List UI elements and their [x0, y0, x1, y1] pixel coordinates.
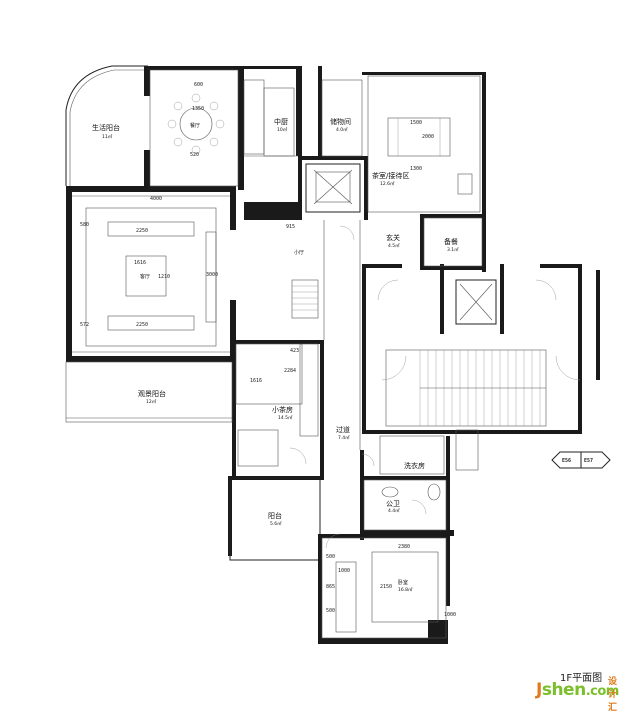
room-dining: 餐厅 [190, 122, 200, 129]
watermark-logo: Jshen.com 设计汇 [536, 677, 620, 713]
room-kitchen: 中厨 [274, 117, 288, 126]
dim-label: 423 [290, 348, 299, 354]
dim-label: 1000 [444, 612, 456, 618]
room-storage-area: 4.0㎡ [336, 126, 348, 133]
room-living: 客厅 [140, 273, 150, 280]
dim-label: 3000 [206, 272, 218, 278]
dim-label: 500 [326, 608, 335, 614]
dim-label: 1500 [410, 120, 422, 126]
room-kitchen-area: 10㎡ [277, 126, 288, 133]
dim-label: 580 [80, 222, 89, 228]
watermark-cn: 设计汇 [608, 677, 617, 713]
room-view-balcony-area: 12㎡ [146, 398, 157, 405]
watermark-shen: shen [541, 680, 586, 700]
dim-label: 1300 [410, 166, 422, 172]
section-mark-e56: E56 [562, 458, 571, 464]
dim-label: 600 [194, 82, 203, 88]
room-laundry: 洗衣房 [404, 461, 425, 470]
dim-label: 2380 [398, 544, 410, 550]
section-markers: E56 E57 [551, 451, 611, 469]
room-wc: 公卫 [386, 500, 400, 508]
room-study-area: 14.5㎡ [278, 414, 293, 421]
room-study: 小茶房 [272, 405, 293, 414]
watermark-com: .com [585, 684, 620, 699]
dim-label: 1000 [338, 568, 350, 574]
room-balcony: 阳台 [268, 511, 282, 520]
room-living-balcony: 生活阳台 [92, 123, 120, 132]
room-wc-area: 4.4㎡ [388, 507, 400, 514]
dim-label: 2250 [136, 228, 148, 234]
room-tea-area: 12.6㎡ [380, 180, 395, 187]
room-corridor: 过道 [336, 425, 350, 434]
dim-label: 2000 [422, 134, 434, 140]
dim-label: 2250 [136, 322, 148, 328]
watermark-j: J [536, 680, 542, 700]
room-tea: 茶室/接待区 [372, 171, 409, 180]
room-small: 小厅 [294, 249, 304, 256]
room-bedroom: 卧室 [398, 579, 408, 586]
room-entry-area: 4.5㎡ [388, 242, 400, 249]
dim-label: 1616 [134, 260, 146, 266]
dim-label: 2150 [380, 584, 392, 590]
section-mark-e57: E57 [584, 458, 593, 464]
stair-treads [419, 350, 546, 426]
dim-label: 520 [190, 152, 199, 158]
room-storage: 储物间 [330, 117, 351, 126]
dim-label: 1350 [192, 106, 204, 112]
dimension-labels: 600 1350 4000 2250 2250 1616 1210 3000 5… [80, 82, 456, 618]
dim-label: 2284 [284, 368, 296, 374]
room-pantry-area: 3.1㎡ [447, 246, 459, 253]
dim-label: 1616 [250, 378, 262, 384]
room-bedroom-area: 16.8㎡ [398, 586, 413, 593]
room-pantry: 备餐 [444, 237, 458, 246]
dim-label: 865 [326, 584, 335, 590]
dim-label: 915 [286, 224, 295, 230]
room-corridor-area: 7.4㎡ [338, 434, 350, 441]
dim-label: 1210 [158, 274, 170, 280]
room-entry: 玄关 [386, 233, 400, 242]
room-living-balcony-area: 11㎡ [102, 133, 113, 140]
room-balcony-area: 5.6㎡ [270, 520, 282, 527]
exterior-walls [65, 65, 600, 644]
dim-label: 4000 [150, 196, 162, 202]
room-labels: 生活阳台 11㎡ 餐厅 中厨 10㎡ 储物间 4.0㎡ 茶室/接待区 12.6㎡… [92, 117, 459, 593]
drawing-caption: 1F平面图 [560, 673, 603, 684]
dim-label: 572 [80, 322, 89, 328]
dim-label: 500 [326, 554, 335, 560]
room-view-balcony: 观景阳台 [138, 389, 166, 398]
secondary-lines [65, 69, 581, 639]
